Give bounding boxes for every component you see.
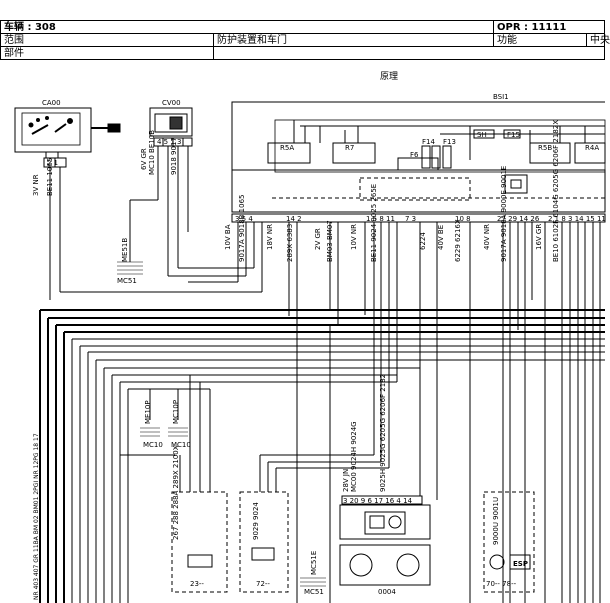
mc10-a-label: MC10 xyxy=(143,441,163,449)
bsi-codes-e: 6229 6216X xyxy=(454,219,462,262)
bsi-2v-gr: 2V GR xyxy=(314,228,322,250)
panel-23 xyxy=(171,491,228,593)
bsi-codes-b: 289X 6383 xyxy=(286,224,294,262)
c0004-codes-b: 9025H 9025G 6205G 6206F 2182 xyxy=(379,374,387,492)
ca00-pins: 2 1 xyxy=(47,159,58,167)
mc51-left-label: MC51 xyxy=(117,277,137,285)
c0004-label: 0004 xyxy=(378,588,396,596)
component-0004 xyxy=(339,495,431,586)
ground-mc51e xyxy=(300,577,326,587)
bsi-pins-f: 27 29 14 26 xyxy=(497,215,540,223)
cv00-pins: 4 5 1 3 xyxy=(157,138,182,146)
panel-23-label: 23-- xyxy=(190,580,204,588)
ca00-label: CA00 xyxy=(42,99,61,107)
p72-codes: 9029 9024 xyxy=(252,502,260,540)
fuse-f6: F6 xyxy=(410,151,419,159)
bsi-6224: 6224 xyxy=(419,232,427,250)
bsi-pins-e: 10 8 xyxy=(455,215,471,223)
bsi-10v-nr: 10V NR xyxy=(350,224,358,250)
bsi-codes-d: BE11 9024 9025 265E xyxy=(370,184,378,262)
bsi-pins-b: 14 2 xyxy=(286,215,302,223)
relay-r4a: R4A xyxy=(585,144,599,152)
p70-codes: 9000U 9001U xyxy=(492,497,500,545)
bsi-label: BSI1 xyxy=(493,93,509,101)
me51b-label: ME51B xyxy=(121,238,129,262)
ground-mc10 xyxy=(140,427,188,437)
cv00-label: CV00 xyxy=(162,99,181,107)
header: 车辆 : 308 OPR : 11111 范围 防护装置和车门 功能 中央 部件… xyxy=(0,0,610,82)
shunt-sh: SH xyxy=(477,131,487,139)
fuse-f13: F13 xyxy=(443,138,456,146)
mc51e-label: MC51E xyxy=(310,551,318,575)
bsi-codes-g: BE10 6102F 6104G 6205G 6206F 2182X xyxy=(552,120,560,262)
cv00-codes: MC10 BE10B xyxy=(148,130,156,175)
bsi-18v-nr: 18V NR xyxy=(266,224,274,250)
p23-codes: 267 288 288A 289X 2100X xyxy=(172,445,180,540)
bsi-16v-gr: 16V GR xyxy=(535,224,543,250)
panel-72-label: 72-- xyxy=(256,580,270,588)
bsi-codes-a: 9017A 9018B 1065 xyxy=(238,195,246,262)
section-title: 原理 xyxy=(380,72,399,82)
bsi-40v-nr: 40V NR xyxy=(483,224,491,250)
keypad-icon xyxy=(251,547,275,561)
bsi-pins-d: 7 3 xyxy=(405,215,416,223)
parts-value xyxy=(213,46,605,60)
bus-wires xyxy=(39,267,605,603)
relay-r5a: R5A xyxy=(280,144,294,152)
bsi-codes-c: BM03 BM07 xyxy=(326,220,334,262)
bsi-box xyxy=(231,101,606,223)
mc51-bottom-label: MC51 xyxy=(304,588,324,596)
bsi-pins-a: 3 5 4 xyxy=(235,215,253,223)
bsi-codes-f: 9017A 9018A 9000E 9001E xyxy=(500,166,508,262)
bsi-40v-be: 40V BE xyxy=(437,225,445,250)
cv00-module xyxy=(149,107,193,276)
ground-me51b xyxy=(117,199,158,275)
fuse-f14: F14 xyxy=(422,138,435,146)
bsi-pins-c: 1 5 8 11 xyxy=(366,215,395,223)
cv00-wire-label: 6V GR xyxy=(140,148,148,170)
bsi-pins-g: 2 1 8 3 14 15 11 xyxy=(548,215,606,223)
bsi-wires xyxy=(237,222,601,603)
ca00-wire-label: 3V NR xyxy=(32,174,40,196)
bsi-left-group: 10V BA xyxy=(224,224,232,250)
c0004-pins: 3 20 9 6 17 16 4 14 xyxy=(343,497,413,505)
me10p-label: ME10P xyxy=(144,400,152,424)
esp-label: ESP xyxy=(513,560,528,568)
c0004-wire: 28V JN xyxy=(342,469,350,492)
esp-off-icon xyxy=(489,554,505,570)
panel-70-label: 70-- 78-- xyxy=(486,580,517,588)
panel-70 xyxy=(483,491,535,593)
c0004-codes: MC00 9024H 9024G xyxy=(350,421,358,492)
relay-r5b: R5B xyxy=(538,144,552,152)
panel-72 xyxy=(239,491,289,593)
ca00-switch xyxy=(14,107,121,300)
hazard-icon-box xyxy=(187,554,213,568)
relay-r7: R7 xyxy=(345,144,354,152)
esp-icon-box xyxy=(509,554,531,570)
mc10p-label: MC10P xyxy=(172,400,180,424)
ca00-codes: BE11 1065 xyxy=(46,158,54,196)
bottom-codes: NR 403 407 GR 11BA BM 02 BM01 2PGI NR 12… xyxy=(33,433,40,600)
fuse-f15: F15 xyxy=(507,131,520,139)
cv00-wires: 9018 9017 xyxy=(170,137,178,175)
mc10-b-label: MC10 xyxy=(171,441,191,449)
